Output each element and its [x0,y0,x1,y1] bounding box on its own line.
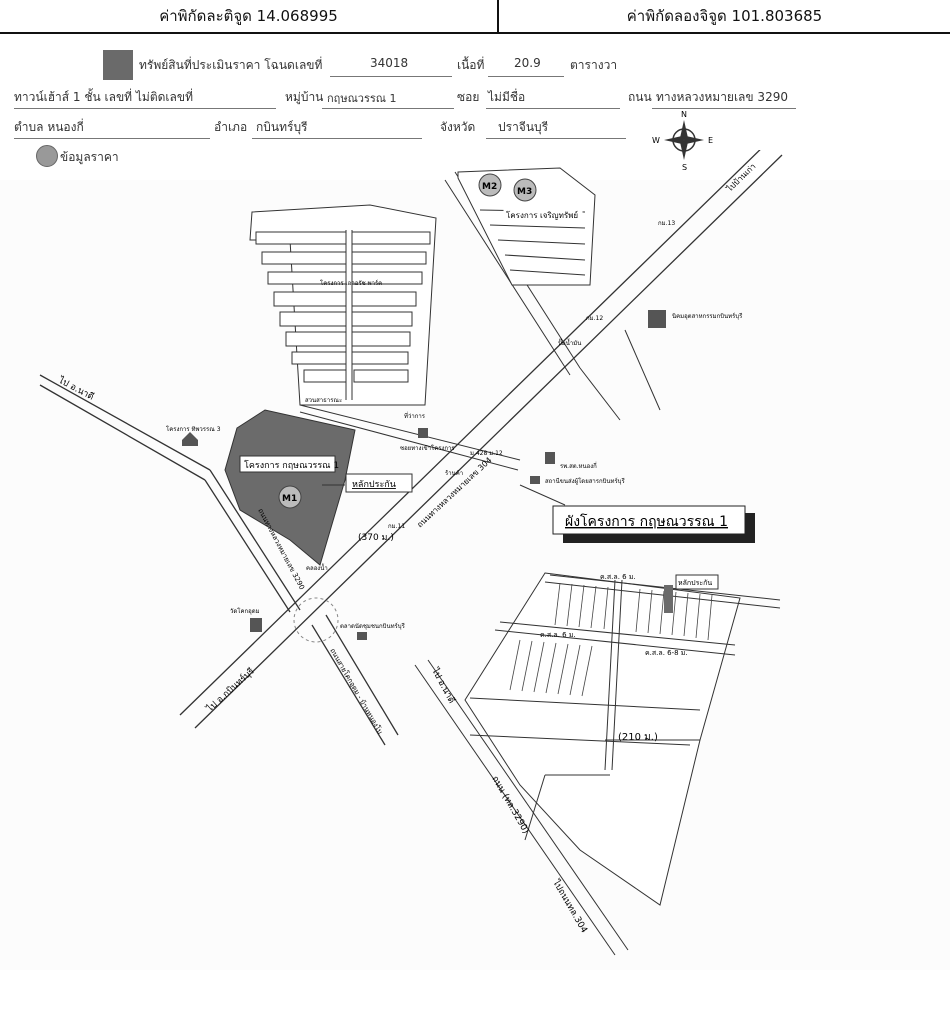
collateral-box [345,473,413,493]
hospital-icon [545,452,555,464]
coordinate-header: ค่าพิกัดละติจูด 14.068995 ค่าพิกัดลองจิจ… [0,0,950,34]
asset-label: ทรัพย์สินที่ประเมินราคา โฉนดเลขที่ [139,58,323,72]
road-south [311,614,399,746]
temple-label: วัดโคกอุดม [230,607,260,615]
charoen-project [457,167,596,286]
road-label-1: ค.ส.ล. 6 ม. [540,631,576,639]
park-label: สวนสาธารณะ [305,397,342,404]
deed-number: 34018 [370,56,409,70]
latitude-label: ค่าพิกัดละติจูด 14.068995 [159,7,338,25]
compass-n: N [681,110,687,119]
layout-road-3290 [414,659,629,956]
shop-label: ร้านค้า [445,470,463,477]
area-underline [488,76,564,77]
layout-plan [464,572,781,906]
price-info-label: ข้อมูลราคา [60,150,119,164]
area-value: 20.9 [514,56,541,70]
landmarks: โครงการ ทิพวรรณ 3 วัดโคกอุดม ตลาดนัดชุมช… [166,220,743,640]
price-marker-icon [36,145,58,167]
dist-370-label: (370 ม.) [358,533,394,543]
m3-marker-icon [513,178,537,202]
amphoe-value: กบินทร์บุรี [256,120,308,134]
layout-lot-marker [664,585,673,613]
dist-210-label: (210 ม.) [618,732,658,743]
soi-m1 [299,404,566,506]
village-value: กฤษณวรรณ 1 [327,92,397,105]
factory-icon [648,310,666,328]
layout-title: ผังโครงการ กฤษณวรรณ 1 [565,513,728,530]
layout-title-box [552,505,746,535]
road-label: ถนน [628,90,652,104]
area-unit: ตารางวา [570,58,618,72]
school-label: สถานีขนส่งผู้โดยสารกบินทร์บุรี [545,477,625,485]
location-map: โครงการ กฤษณวรรณ 1 M1 หลักประกัน โครงการ… [0,150,950,970]
compass-icon: N S W E [652,110,713,172]
collateral-label: หลักประกัน [352,480,396,490]
province-value: ปราจีนบุรี [498,120,549,134]
market-icon [357,632,367,640]
km-12-label: กม.12 [586,315,603,322]
m2-label: M2 [482,182,497,192]
compass-e: E [708,136,713,145]
house-icon [182,432,198,446]
province-underline [486,138,626,139]
km-13-label: กม.13 [658,220,675,227]
charoen-label: โครงการ เจริญทรัพย์ [506,210,578,220]
office-icon [418,428,428,438]
road-value: ทางหลวงหมายเลข 3290 [656,90,788,104]
building-type: ทาวน์เฮ้าส์ 1 ชั้น เลขที่ ไม่ติดเลขที่ [14,90,193,104]
layout-lots [509,582,713,697]
village-office-label: ที่ว่าการ [404,412,426,420]
road-underline [652,108,796,109]
intersection [293,597,339,643]
thipwan-label: โครงการ ทิพวรรณ 3 [166,425,221,433]
school-icon [530,476,540,484]
soi-underline [486,108,620,109]
road-label-2: ค.ส.ล. 6-8 ม. [645,649,688,657]
m1-marker-icon [278,485,302,509]
longitude-label: ค่าพิกัดลองจิจูด 101.803685 [626,7,823,25]
ekarat-label: โครงการ เอกอรัช พาร์ค [320,279,382,287]
moo12-label: ม.428 ม.12 [470,450,503,457]
khlong-label: คลองน้ำ [306,562,328,572]
amphoe-underline [252,138,422,139]
hospital-label: รพ.สต.หนองกี่ [560,462,597,470]
road-3290-west [39,374,301,613]
ekarat-project [249,204,437,406]
soi-value: ไม่มีชื่อ [488,90,526,104]
area-label: เนื้อที่ [457,58,485,72]
deed-underline [330,76,452,77]
soi-ekarat-label: ซอยทางเข้าโครงการ [400,444,455,452]
village-label: หมู่บ้าน [285,90,324,104]
tambon-underline [14,138,210,139]
province-label: จังหวัด [440,120,476,134]
soi-label: ซอย [457,90,480,104]
gas-label: ปั๊มน้ำมัน [558,337,581,347]
layout-lot-label: หลักประกัน [678,579,712,587]
village-underline [322,108,454,109]
tambon: ตำบล หนองกี่ [14,120,84,134]
compass-s: S [682,163,687,172]
building-underline [14,108,276,109]
highway-304 [179,150,783,729]
asset-swatch-icon [103,50,133,80]
m2-marker-icon [478,173,502,197]
m1-project-label: โครงการ กฤษณวรรณ 1 [244,460,339,471]
header-divider [497,0,499,32]
road-label-4: ค.ส.ล. 6 ม. [600,573,636,581]
amphoe-label: อำเภอ [214,120,248,134]
header-bottom-rule [0,32,950,34]
compass-w: W [652,136,660,145]
km-11-label: กม.11 [388,523,405,530]
m1-label: M1 [282,494,297,504]
market-label: ตลาดนัดชุมชนกบินทร์บุรี [340,622,406,630]
temple-icon [250,618,262,632]
factory-label: นิคมอุตสาหกรรมกบินทร์บุรี [672,312,743,320]
m3-label: M3 [517,187,532,197]
